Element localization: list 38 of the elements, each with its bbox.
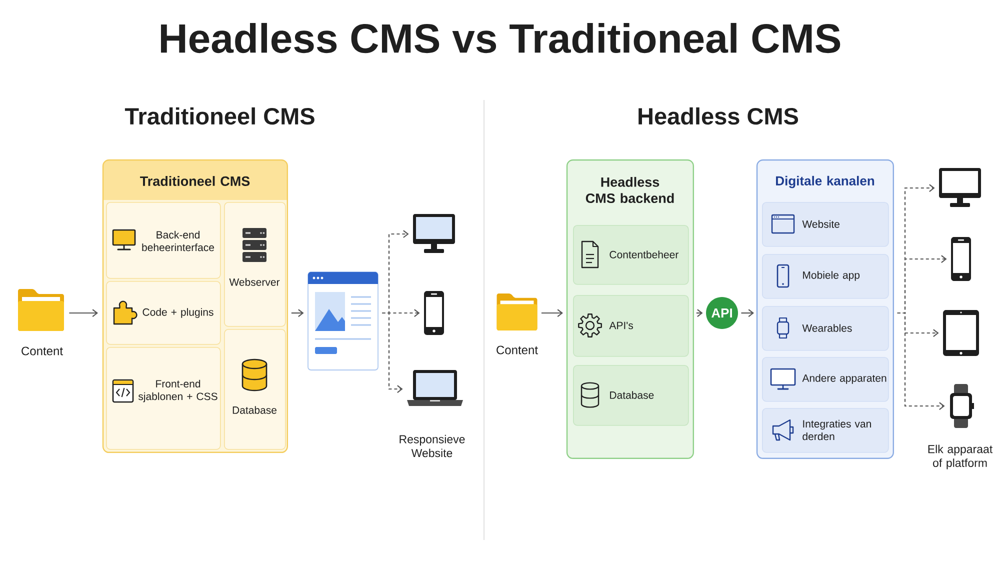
component-card: Andere apparaten: [762, 357, 889, 402]
arrow: [541, 309, 564, 317]
component-card: Database: [573, 365, 689, 426]
component-card: Front-end sjablonen + CSS: [106, 347, 221, 450]
phone-icon: [424, 291, 444, 335]
node-label: Content: [22, 346, 63, 356]
phone-icon: [951, 237, 972, 281]
component-card: Database: [224, 329, 286, 450]
arrow: [291, 309, 304, 317]
component-card: Wearables: [762, 306, 889, 351]
caption: Elk apparaat of platform: [928, 444, 992, 470]
api-badge: API: [706, 297, 738, 329]
section-heading: Headless CMS: [638, 107, 798, 125]
component-card: Website: [762, 202, 889, 247]
folder-icon: [18, 289, 64, 331]
monitor-icon: [939, 168, 981, 207]
section-heading: Traditioneel CMS: [124, 107, 314, 125]
tablet-icon: [943, 310, 979, 356]
component-card: Webserver: [224, 202, 286, 327]
component-card: Contentbeheer: [573, 225, 689, 285]
caption: Responsieve Website: [400, 434, 465, 458]
monitor-icon: [413, 214, 455, 253]
component-card: Mobiele app: [762, 254, 889, 299]
component-card: API's: [573, 295, 689, 357]
component-card: Code + plugins: [106, 281, 221, 345]
laptop-icon: [407, 370, 463, 406]
dashed-arrow: [382, 312, 403, 393]
webpage-mockup: [308, 272, 378, 370]
title: Headless CMS vs Traditioneal CMS: [160, 22, 840, 54]
watch-icon: [950, 384, 974, 428]
arrow: [741, 309, 754, 317]
arrow: [69, 309, 98, 317]
folder-icon: [496, 294, 538, 330]
dashed-arrow: [897, 312, 945, 410]
arrow: [696, 309, 703, 317]
node-label: Content: [496, 346, 538, 354]
component-card: Integraties van derden: [762, 408, 889, 453]
component-card: Back-end beheerinterface: [106, 202, 221, 279]
